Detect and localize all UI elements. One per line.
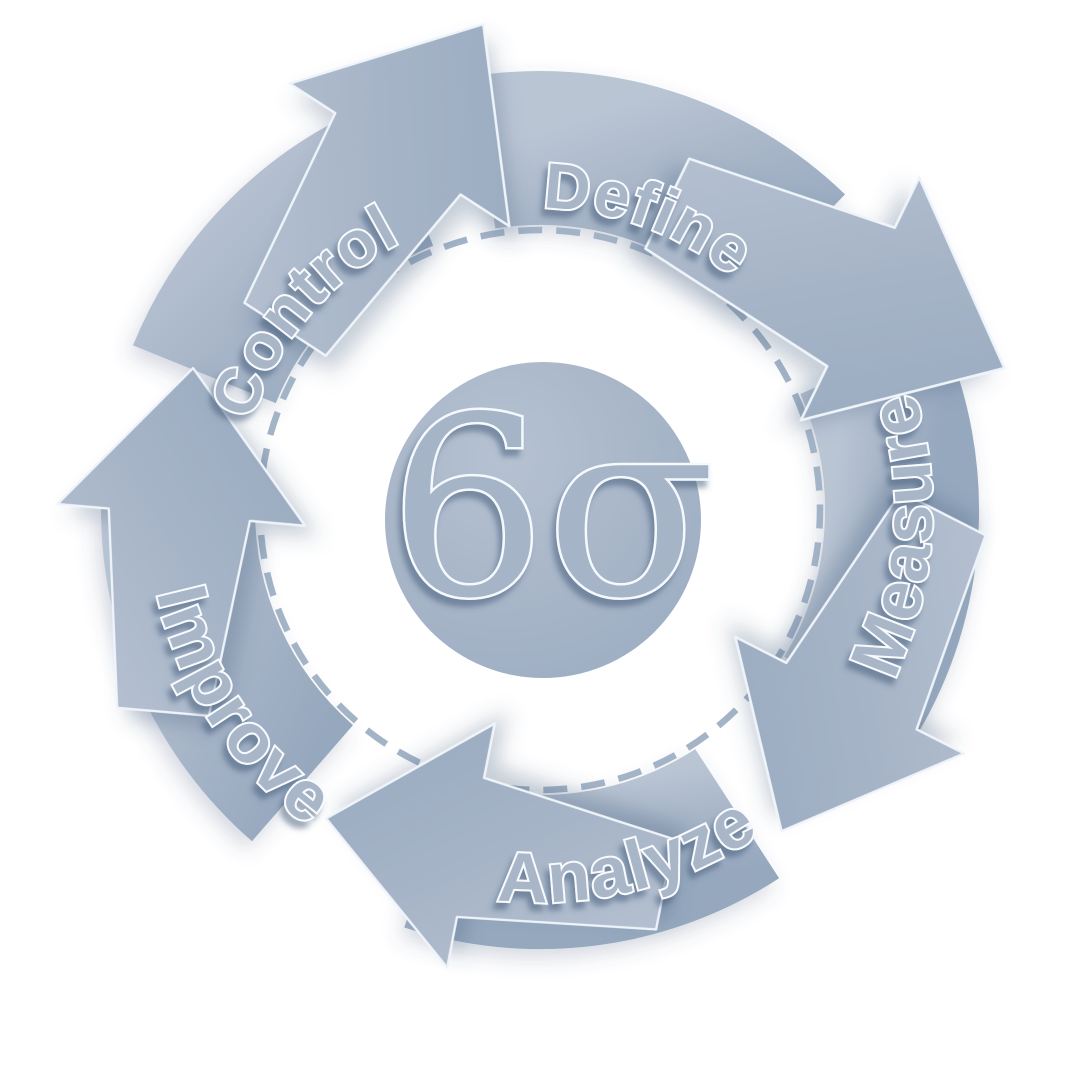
center-circle	[385, 362, 701, 678]
center-sigma-symbol: 6σ	[388, 365, 715, 653]
